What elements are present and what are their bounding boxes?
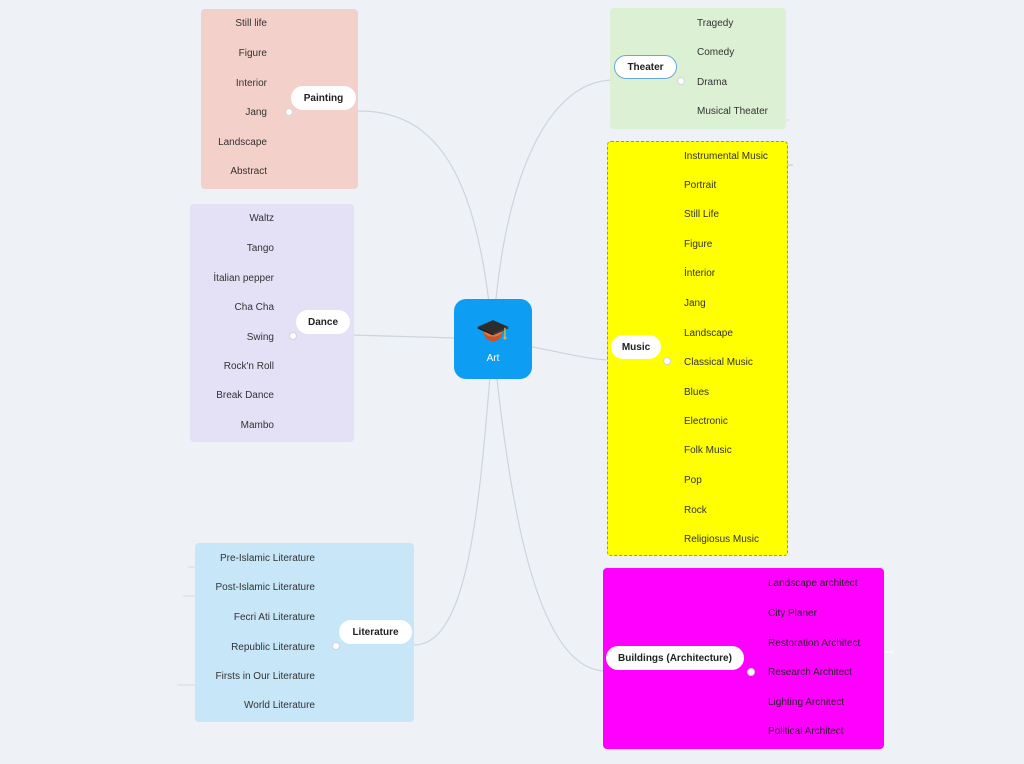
hub-music[interactable]: Music bbox=[611, 335, 661, 359]
dance-junction-dot bbox=[289, 332, 297, 340]
root-topic-art[interactable]: Art bbox=[454, 299, 532, 379]
hub-theater[interactable]: Theater bbox=[614, 55, 677, 79]
music-topic[interactable]: Still Life bbox=[684, 209, 720, 220]
root-topic-label: Art bbox=[486, 352, 500, 364]
music-topic[interactable]: Folk Music bbox=[684, 445, 732, 456]
hub-dance[interactable]: Dance bbox=[296, 310, 350, 334]
buildings-topic[interactable]: Restoration Architect bbox=[768, 638, 861, 649]
painting-topic[interactable]: Figure bbox=[238, 48, 267, 59]
music-topic[interactable]: Electronic bbox=[684, 416, 728, 427]
music-topic[interactable]: Jang bbox=[684, 298, 706, 309]
literature-topic[interactable]: Post-Islamic Literature bbox=[215, 582, 315, 593]
painting-topic[interactable]: Jang bbox=[245, 107, 267, 118]
music-topic[interactable]: Blues bbox=[684, 387, 710, 398]
theater-topic[interactable]: Drama bbox=[697, 77, 728, 88]
literature-topic[interactable]: Republic Literature bbox=[231, 642, 315, 653]
music-topic[interactable]: Landscape bbox=[684, 328, 733, 339]
music-topic[interactable]: İnterior bbox=[684, 268, 716, 279]
buildings-topic[interactable]: Lighting Architect bbox=[768, 697, 845, 708]
literature-topic[interactable]: Pre-Islamic Literature bbox=[219, 553, 315, 564]
main-branch-connector bbox=[492, 79, 615, 340]
music-junction-dot bbox=[663, 357, 671, 365]
painting-topic[interactable]: Landscape bbox=[218, 137, 267, 148]
buildings-topic[interactable]: Political Architect bbox=[768, 726, 844, 737]
dance-topic[interactable]: Swing bbox=[246, 332, 274, 343]
buildings-topic[interactable]: City Planer bbox=[768, 608, 817, 619]
music-topic[interactable]: Figure bbox=[684, 239, 713, 250]
hub-literature[interactable]: Literature bbox=[339, 620, 412, 644]
dance-topic[interactable]: Cha Cha bbox=[234, 302, 274, 313]
dance-topic[interactable]: Break Dance bbox=[216, 390, 274, 401]
dance-topic[interactable]: Rock'n Roll bbox=[223, 361, 274, 372]
literature-topic[interactable]: Fecri Ati Literature bbox=[233, 612, 315, 623]
painting-junction-dot bbox=[285, 108, 293, 116]
hub-buildings[interactable]: Buildings (Architecture) bbox=[606, 646, 744, 670]
dance-topic[interactable]: Mambo bbox=[240, 420, 274, 431]
music-topic[interactable]: Religiosus Music bbox=[684, 534, 760, 545]
theater-topic[interactable]: Musical Theater bbox=[697, 106, 768, 117]
buildings-topic[interactable]: Research Architect bbox=[768, 667, 852, 678]
literature-topic[interactable]: World Literature bbox=[244, 700, 315, 711]
hub-painting[interactable]: Painting bbox=[291, 86, 356, 110]
theater-topic[interactable]: Comedy bbox=[697, 47, 735, 58]
main-branch-connector bbox=[492, 338, 607, 672]
main-branch-connector bbox=[413, 338, 494, 646]
buildings-junction-dot bbox=[747, 668, 755, 676]
painting-topic[interactable]: Interior bbox=[235, 78, 267, 89]
theater-topic[interactable]: Tragedy bbox=[697, 18, 734, 29]
music-topic[interactable]: Instrumental Music bbox=[684, 151, 768, 162]
dance-topic[interactable]: Tango bbox=[246, 243, 274, 254]
buildings-topic[interactable]: Landscape architect bbox=[768, 578, 858, 589]
literature-junction-dot bbox=[332, 642, 340, 650]
music-topic[interactable]: Pop bbox=[684, 475, 702, 486]
literature-topic[interactable]: Firsts in Our Literature bbox=[215, 671, 315, 682]
painting-topic[interactable]: Abstract bbox=[230, 166, 267, 177]
music-topic[interactable]: Portrait bbox=[684, 180, 717, 191]
theater-junction-dot bbox=[677, 77, 685, 85]
dance-topic[interactable]: Waltz bbox=[249, 213, 274, 224]
dance-topic[interactable]: İtalian pepper bbox=[213, 273, 274, 284]
graduation-cap-icon bbox=[477, 319, 509, 341]
painting-topic[interactable]: Still life bbox=[235, 18, 267, 29]
music-topic[interactable]: Classical Music bbox=[684, 357, 753, 368]
music-topic[interactable]: Rock bbox=[684, 505, 707, 516]
main-branch-connector bbox=[357, 110, 494, 340]
